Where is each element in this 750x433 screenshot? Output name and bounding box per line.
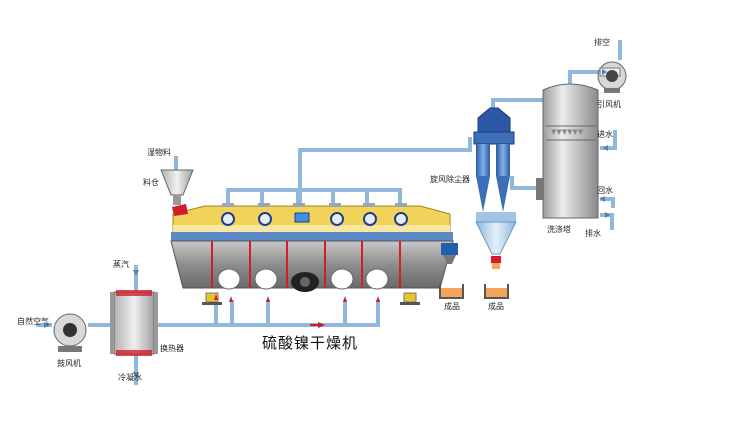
natural-air-label: 自然空气 [17,317,49,326]
cyclone-separator [473,107,517,269]
product-label-2: 成品 [488,302,504,311]
cyclone-label: 旋风除尘器 [430,175,470,184]
feed-hopper [160,156,194,216]
hopper-label: 料仓 [143,178,159,187]
steam-label: 蒸汽 [113,260,129,269]
condensate-label: 冷凝水 [118,373,142,382]
flow-arrows [44,69,610,378]
fluid-bed-dryer [170,203,458,305]
induced-fan-icon [597,61,627,93]
induced-fan-label: 引风机 [597,100,621,109]
water-return-label: 回水 [597,186,613,195]
drain-label: 排水 [585,229,601,238]
heat-exchanger [110,290,158,356]
exhaust-label: 排空 [594,38,610,47]
diagram-title: 硫酸镍干燥机 [262,334,359,352]
product-bins [439,284,509,299]
svg-text:▼▼▼▼▼▼: ▼▼▼▼▼▼ [551,128,584,136]
wet-material-label: 湿物料 [147,148,171,157]
blower-icon [53,313,87,352]
blower-label: 鼓风机 [57,359,81,368]
airflow-arrows [214,294,380,328]
dryer-foot-right [403,292,417,303]
scrubber-label: 洗涤塔 [547,225,571,234]
product-label-1: 成品 [444,302,460,311]
scrubber-tower: ▼▼▼▼▼▼ [536,83,599,219]
water-in-label: 进水 [597,130,613,139]
pipework [36,40,622,385]
heat-exchanger-label: 换热器 [160,344,184,353]
